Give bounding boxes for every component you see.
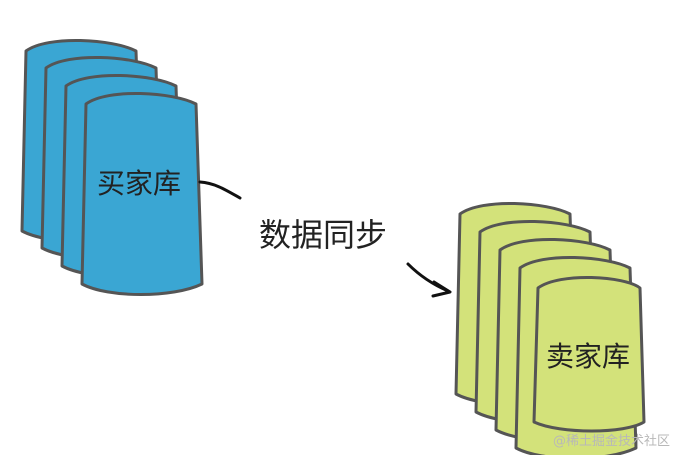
sync-label: 数据同步 bbox=[259, 216, 387, 254]
seller-db-label: 卖家库 bbox=[546, 340, 630, 373]
watermark: @稀土掘金技术社区 bbox=[552, 434, 670, 449]
seller-db-layer-5 bbox=[532, 275, 646, 433]
arrowhead-icon bbox=[431, 280, 452, 298]
buyer-db-label: 买家库 bbox=[97, 167, 181, 200]
sync-connector: 数据同步 bbox=[198, 180, 452, 298]
buyer-db-stack: 买家库 bbox=[20, 38, 204, 296]
buyer-db-layer-4 bbox=[80, 91, 204, 296]
seller-db-stack: 卖家库 bbox=[454, 201, 646, 455]
sync-line-from-buyer bbox=[198, 180, 242, 200]
